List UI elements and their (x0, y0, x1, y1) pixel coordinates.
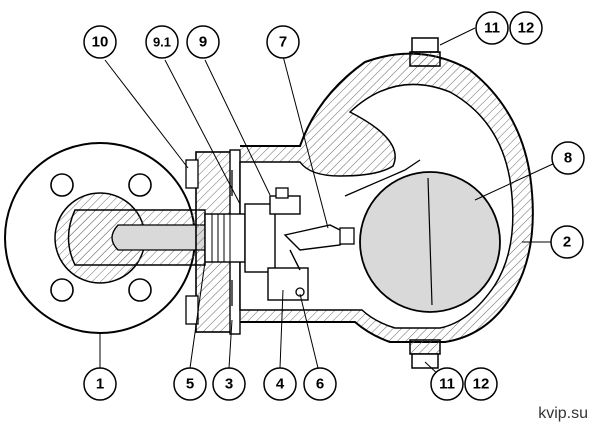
callout-8: 8 (551, 141, 585, 175)
leader-lines (99, 27, 565, 377)
inlet-flange (4, 142, 206, 334)
callout-6: 6 (303, 367, 337, 401)
bottom-plug (409, 339, 441, 369)
callout-4: 4 (263, 367, 297, 401)
svg-text:12: 12 (473, 376, 490, 393)
svg-text:11: 11 (484, 20, 500, 37)
bolt-hole (50, 278, 74, 302)
callout-11-bottom: 11 (430, 367, 464, 401)
svg-text:9.1: 9.1 (153, 35, 171, 50)
svg-text:7: 7 (279, 34, 287, 51)
cover-bolt-top (185, 159, 199, 189)
float-ball (359, 171, 501, 313)
top-plug (409, 37, 441, 67)
callout-9-1: 9.1 (145, 25, 179, 59)
callout-12-top: 12 (509, 11, 543, 45)
svg-text:3: 3 (225, 376, 233, 393)
callout-5: 5 (173, 367, 207, 401)
callout-3: 3 (212, 367, 246, 401)
callout-2: 2 (550, 225, 584, 259)
callout-12-bottom: 12 (464, 367, 498, 401)
svg-text:2: 2 (563, 234, 571, 251)
svg-text:12: 12 (518, 20, 535, 37)
source-watermark: kvip.su (538, 405, 588, 422)
svg-text:11: 11 (439, 376, 455, 393)
svg-text:10: 10 (92, 34, 109, 51)
svg-text:8: 8 (564, 150, 572, 167)
svg-text:1: 1 (96, 376, 104, 393)
callout-9: 9 (186, 25, 220, 59)
valve-assembly (204, 187, 355, 301)
bolt-hole (128, 173, 152, 197)
callout-10: 10 (83, 25, 117, 59)
bolt-hole (50, 173, 74, 197)
cover-bolt-bottom (185, 295, 199, 325)
svg-text:4: 4 (276, 376, 285, 393)
callout-7: 7 (266, 25, 300, 59)
callout-1: 1 (83, 367, 117, 401)
bolt-hole (128, 278, 152, 302)
callout-11-top: 11 (475, 11, 509, 45)
svg-text:5: 5 (186, 376, 194, 393)
svg-text:9: 9 (199, 34, 207, 51)
svg-text:6: 6 (316, 376, 324, 393)
